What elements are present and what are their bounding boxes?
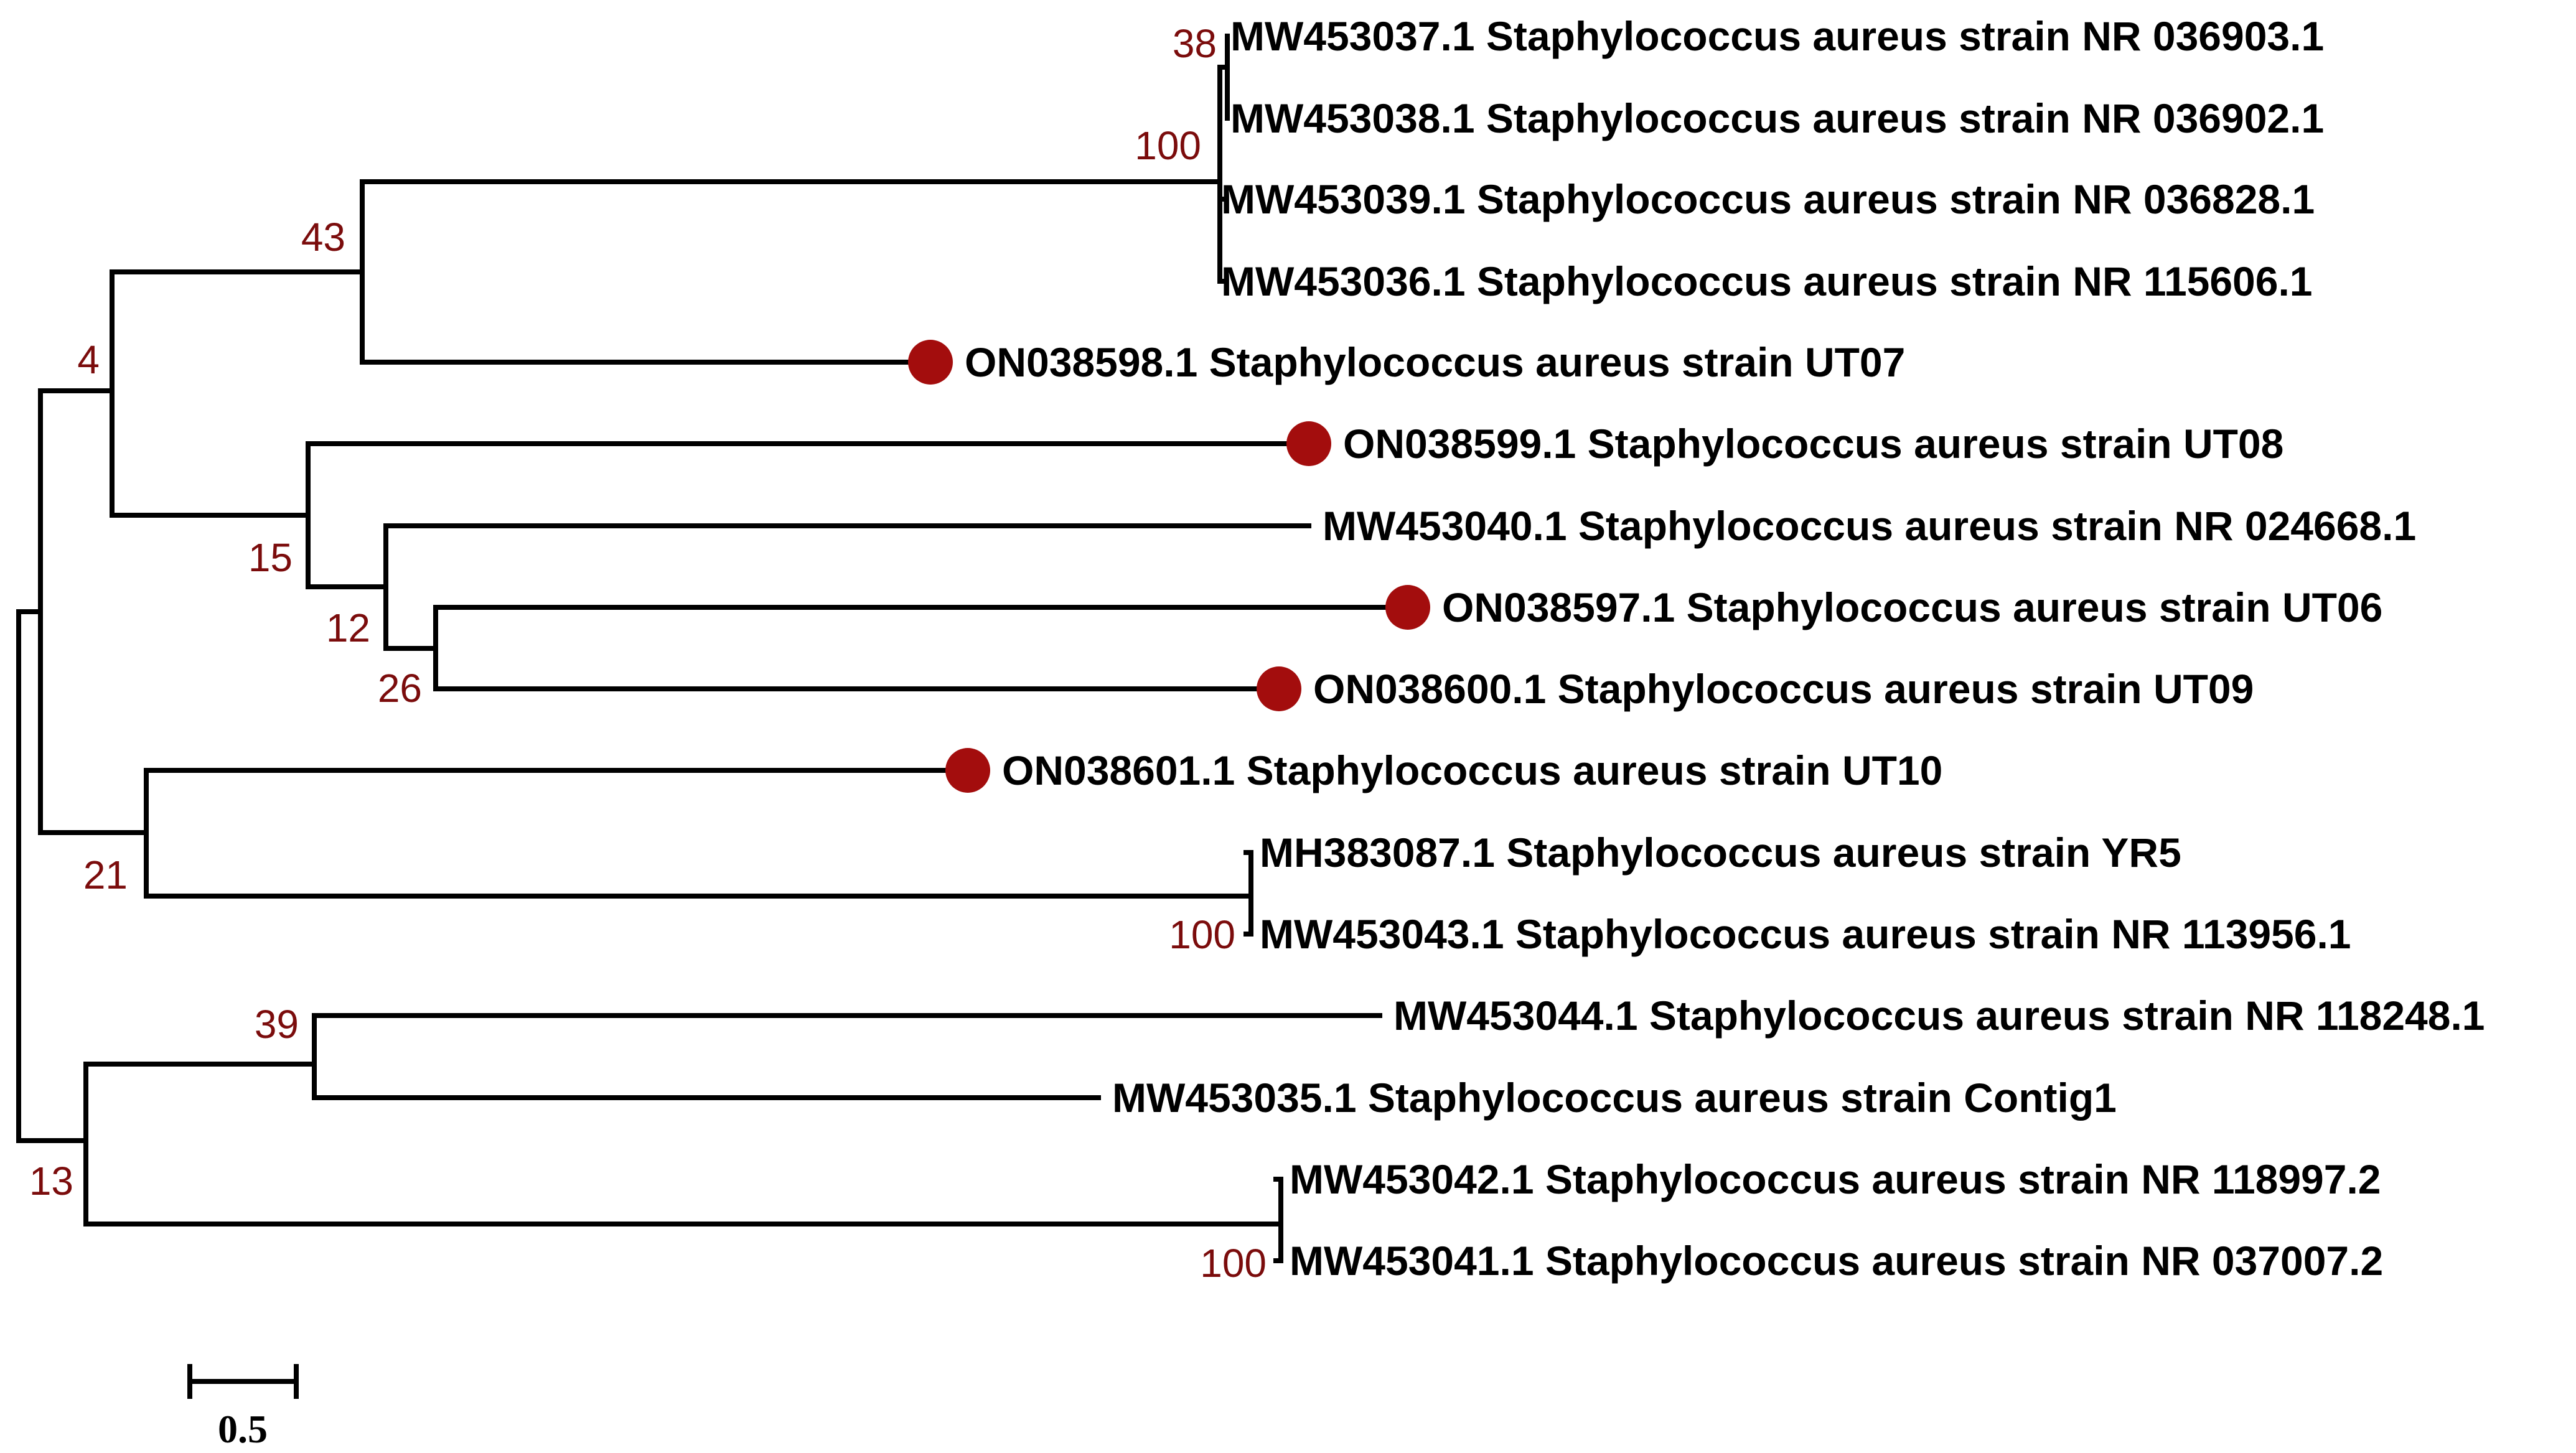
leaf-label: MW453037.1 Staphylococcus aureus strain …: [1230, 13, 2324, 59]
support-value: 100: [1169, 912, 1235, 957]
leaf-label: ON038598.1 Staphylococcus aureus strain …: [965, 339, 1905, 385]
support-value: 43: [301, 215, 345, 259]
scale-bar: 0.5: [187, 1364, 299, 1451]
leaf-label: MW453044.1 Staphylococcus aureus strain …: [1393, 993, 2485, 1039]
highlight-marker: [908, 340, 953, 385]
highlight-marker: [945, 748, 990, 793]
support-value: 38: [1173, 21, 1217, 66]
leaf-labels: MW453037.1 Staphylococcus aureus strain …: [965, 13, 2485, 1284]
support-value: 100: [1135, 123, 1201, 168]
leaf-label: ON038597.1 Staphylococcus aureus strain …: [1442, 584, 2382, 630]
support-value: 12: [326, 605, 370, 650]
support-value: 13: [29, 1159, 73, 1203]
leaf-label: MW453041.1 Staphylococcus aureus strain …: [1290, 1238, 2383, 1284]
leaf-label: MH383087.1 Staphylococcus aureus strain …: [1260, 829, 2181, 876]
support-value: 15: [248, 535, 293, 580]
highlight-marker: [1286, 421, 1331, 466]
highlight-marker: [1385, 585, 1430, 630]
highlight-markers: [908, 340, 1430, 793]
leaf-label: ON038599.1 Staphylococcus aureus strain …: [1343, 421, 2283, 467]
leaf-label: MW453039.1 Staphylococcus aureus strain …: [1221, 176, 2315, 222]
support-value: 21: [83, 853, 128, 897]
support-value: 26: [378, 666, 422, 711]
scale-bar-label: 0.5: [218, 1407, 268, 1451]
leaf-label: MW453035.1 Staphylococcus aureus strain …: [1112, 1075, 2117, 1121]
support-value: 100: [1200, 1241, 1267, 1286]
leaf-label: MW453036.1 Staphylococcus aureus strain …: [1221, 258, 2313, 304]
leaf-label: MW453042.1 Staphylococcus aureus strain …: [1290, 1156, 2381, 1202]
leaf-label: MW453038.1 Staphylococcus aureus strain …: [1230, 95, 2324, 141]
support-value: 4: [77, 337, 100, 382]
scale-bar-line: [187, 1364, 299, 1399]
leaf-label: ON038601.1 Staphylococcus aureus strain …: [1002, 747, 1942, 793]
leaf-label: ON038600.1 Staphylococcus aureus strain …: [1313, 666, 2254, 712]
highlight-marker: [1257, 666, 1301, 711]
leaf-label: MW453043.1 Staphylococcus aureus strain …: [1260, 911, 2351, 957]
tree-branches: [16, 34, 1410, 1263]
leaf-label: MW453040.1 Staphylococcus aureus strain …: [1323, 503, 2416, 549]
support-value: 39: [255, 1002, 299, 1047]
